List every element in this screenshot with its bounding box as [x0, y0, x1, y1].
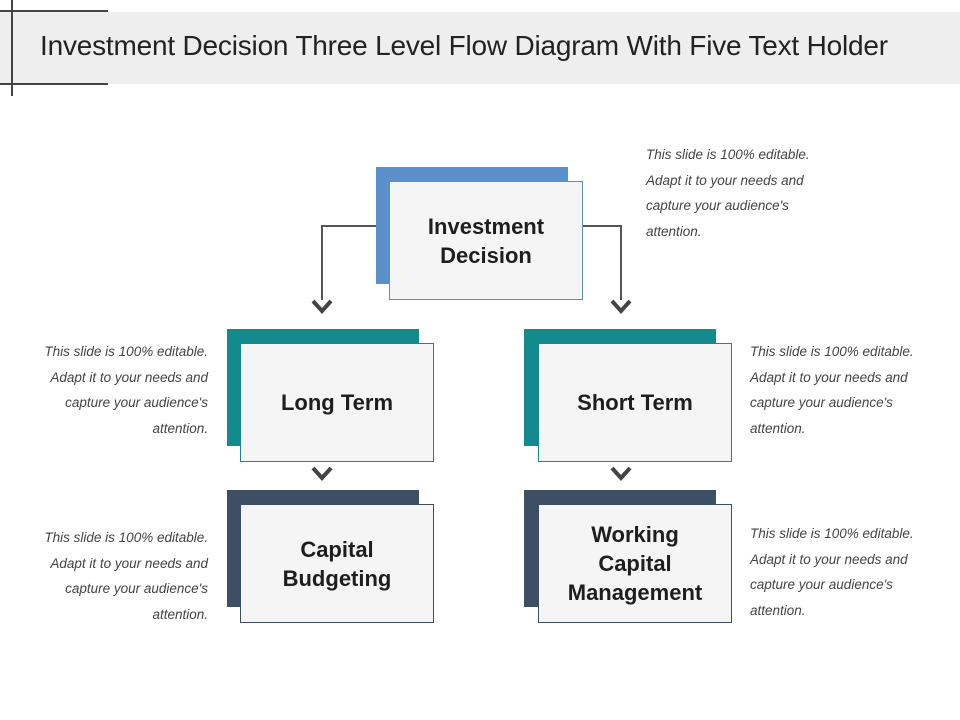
note-middle-left: This slide is 100% editable. Adapt it to…	[44, 344, 208, 436]
working-capital-label: Working Capital Management	[567, 522, 703, 605]
page-title: Investment Decision Three Level Flow Dia…	[40, 30, 888, 61]
capital-budgeting-label: Capital Budgeting	[282, 536, 392, 591]
arrow-head-right-top	[610, 299, 632, 314]
note-middle-right: This slide is 100% editable. Adapt it to…	[750, 344, 914, 436]
investment-decision-label: Investment Decision	[427, 213, 545, 268]
title-bar	[0, 12, 960, 84]
capital-budgeting-box: Capital Budgeting	[240, 504, 434, 623]
short-term-label: Short Term	[577, 390, 693, 415]
note-bottom-right: This slide is 100% editable. Adapt it to…	[750, 526, 914, 618]
arrow-head-right-bottom	[610, 466, 632, 481]
note-top-right: This slide is 100% editable. Adapt it to…	[646, 147, 810, 239]
arrow-head-left-bottom	[311, 466, 333, 481]
investment-decision-box: Investment Decision	[389, 181, 583, 300]
working-capital-box: Working Capital Management	[538, 504, 732, 623]
note-bottom-left: This slide is 100% editable. Adapt it to…	[44, 530, 208, 622]
arrow-head-left-top	[311, 299, 333, 314]
long-term-box: Long Term	[240, 343, 434, 462]
connector-right	[581, 225, 622, 300]
corner-decoration-top	[0, 10, 108, 12]
long-term-label: Long Term	[280, 390, 394, 415]
short-term-box: Short Term	[538, 343, 732, 462]
corner-decoration-vertical	[11, 0, 13, 96]
corner-decoration-bottom	[0, 83, 108, 85]
connector-left	[321, 225, 378, 300]
